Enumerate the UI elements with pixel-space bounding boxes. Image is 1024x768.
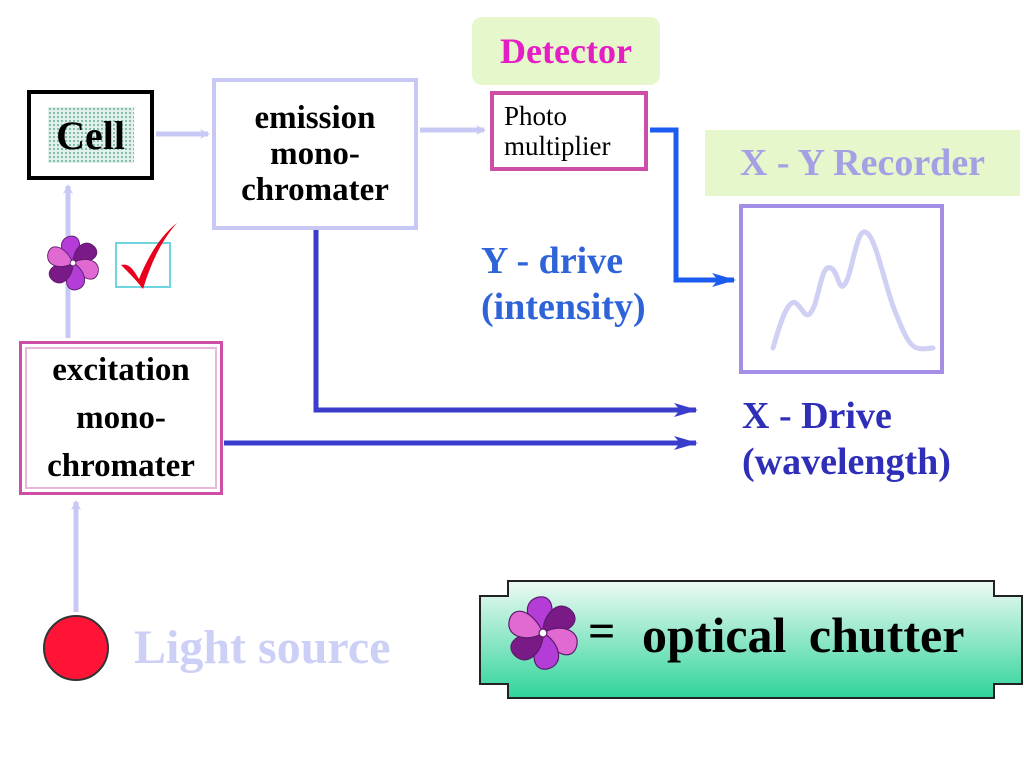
emission-monochromator-box: emission mono- chromater: [212, 78, 418, 230]
cell-sample: Cell: [47, 107, 134, 163]
legend-panel: [478, 578, 1024, 700]
x-drive-line-1: X - Drive: [742, 395, 892, 437]
x-drive-line-2: (wavelength): [742, 441, 951, 483]
legend-pinwheel-shutter-icon: [504, 594, 582, 672]
emission-x-drive-line: [313, 224, 698, 417]
excitation-line-1: excitation: [52, 352, 190, 388]
recorder-label-panel: X - Y Recorder: [705, 130, 1020, 196]
photomultiplier-line-1: Photo: [504, 101, 568, 131]
legend-equals-sign: =: [588, 605, 616, 658]
detector-label-panel: Detector: [472, 17, 660, 85]
recorder-label: X - Y Recorder: [739, 142, 986, 184]
excitation-line-3: chromater: [47, 448, 195, 484]
light-source-label: Light source: [134, 621, 391, 674]
y-drive-label: Y - drive (intensity): [481, 238, 646, 330]
y-drive-line-1: Y - drive: [481, 240, 624, 282]
x-drive-label: X - Drive (wavelength): [742, 393, 951, 485]
pinwheel-shutter-icon: [44, 234, 102, 292]
photomultiplier-line-2: multiplier: [504, 131, 611, 161]
cell-label: Cell: [56, 112, 125, 158]
recorder-screen: [739, 204, 944, 374]
emission-line-1: emission: [254, 100, 376, 136]
excitation-line-2: mono-: [76, 400, 166, 436]
legend-text: optical chutter: [642, 607, 965, 663]
cell-box: Cell: [27, 90, 154, 180]
y-drive-signal-line: [650, 127, 736, 287]
y-drive-line-2: (intensity): [481, 286, 646, 328]
legend-frame: [479, 580, 1023, 699]
emission-line-2: mono-: [270, 136, 360, 172]
spectrum-trace: [770, 229, 936, 352]
checkmark-icon: [113, 219, 181, 293]
detector-label: Detector: [500, 31, 632, 71]
excitation-monochromator-box: excitation mono- chromater: [19, 341, 223, 495]
photomultiplier-box: Photo multiplier: [490, 91, 648, 171]
emission-line-3: chromater: [241, 172, 389, 208]
light-source-lamp: [43, 615, 109, 681]
